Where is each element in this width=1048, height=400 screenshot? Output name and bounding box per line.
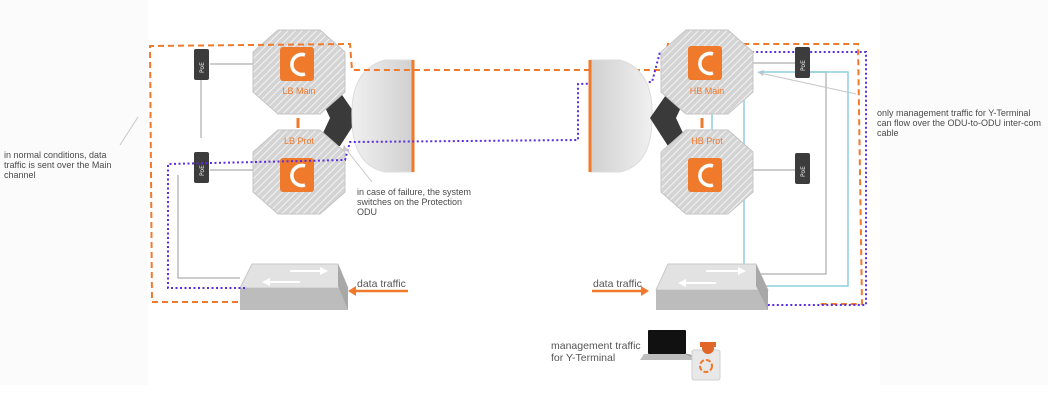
svg-text:PoE: PoE: [800, 60, 807, 71]
hb-prot-label: HB Prot: [691, 136, 723, 146]
note-normal-conditions: in normal conditions, data traffic is se…: [4, 150, 112, 180]
hb-main-odu: [660, 29, 754, 115]
poe-injector-icon: PoE: [795, 153, 810, 184]
hb-dish: [588, 59, 653, 173]
lb-prot-label: LB Prot: [283, 136, 314, 146]
data-traffic-right-label: data traffic: [593, 278, 642, 290]
lb-main-odu: [252, 29, 346, 115]
note-mgmt-odu-cable: only management traffic for Y-Terminal c…: [877, 108, 1042, 138]
svg-text:PoE: PoE: [800, 166, 807, 177]
poe-injector-icon: PoE: [194, 49, 209, 80]
data-traffic-right-arrow: [592, 286, 649, 296]
lb-prot-odu: [252, 129, 346, 215]
switch-icon: [239, 263, 349, 310]
note-failure: in case of failure, the system switches …: [357, 187, 472, 217]
protection-channel-path: [167, 51, 867, 306]
data-traffic-left-arrow: [348, 286, 408, 296]
hb-main-label: HB Main: [689, 86, 725, 96]
y-terminal-icon: [691, 342, 721, 381]
switch-icon: [655, 263, 769, 310]
lb-dish: [351, 59, 415, 173]
hb-prot-odu: [660, 129, 754, 215]
main-channel-path: [148, 42, 864, 305]
svg-text:PoE: PoE: [199, 165, 206, 176]
mgmt-traffic-label: management traffic for Y-Terminal: [551, 340, 641, 364]
data-traffic-left-label: data traffic: [357, 278, 406, 290]
svg-text:PoE: PoE: [199, 62, 206, 73]
lb-main-label: LB Main: [282, 86, 316, 96]
poe-injector-icon: PoE: [795, 47, 810, 78]
laptop-icon: [640, 330, 696, 360]
poe-injector-icon: PoE: [194, 152, 209, 183]
